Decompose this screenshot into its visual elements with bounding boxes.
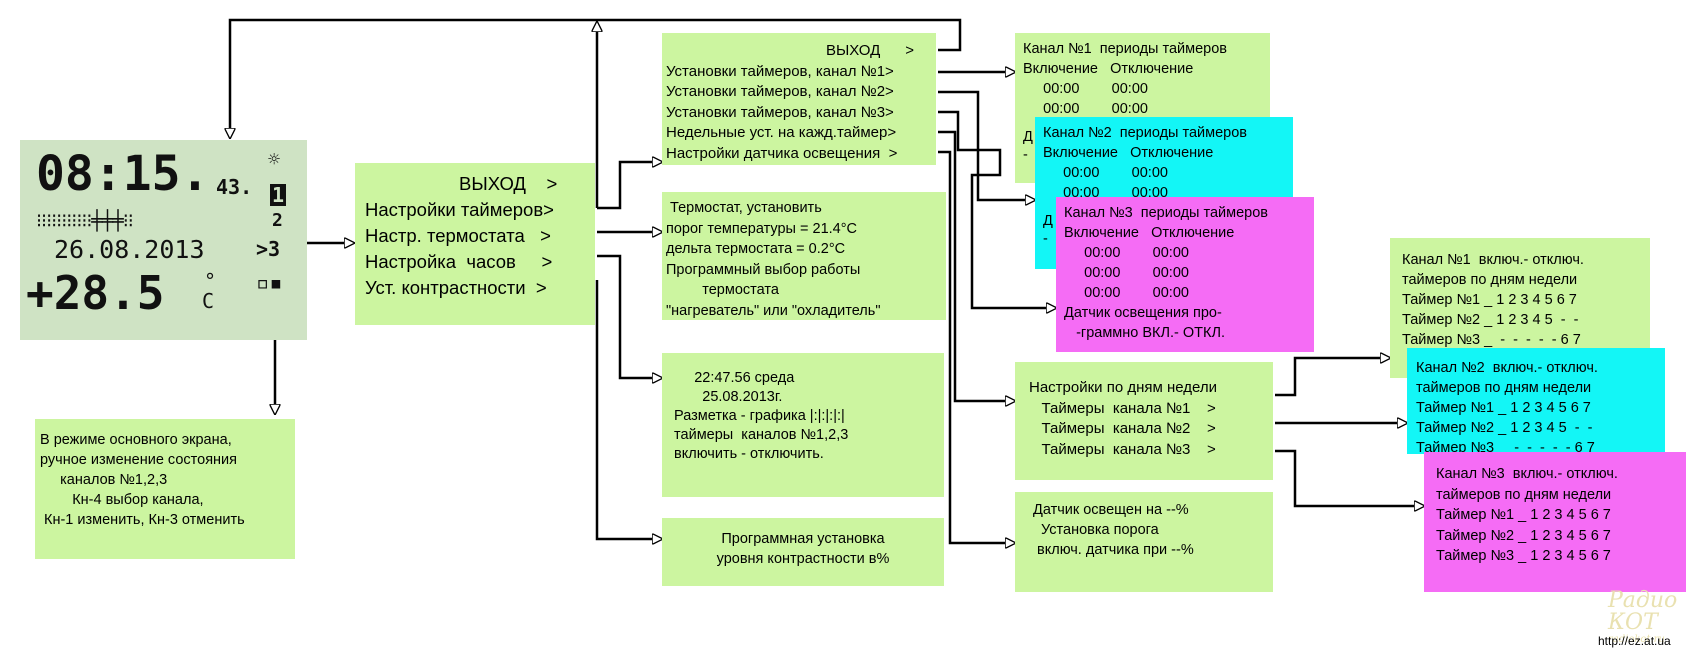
lcd-channel-2: 2 [272, 210, 283, 231]
weekly-2-sub: таймеров по дням недели [1416, 380, 1592, 396]
note-line: В режиме основного экрана, [40, 432, 232, 448]
lcd-degree-unit: C [202, 289, 215, 313]
weekly-3-row: Таймер №1 _ 1 2 3 4 5 6 7 [1436, 507, 1611, 523]
thermostat-line: Термостат, установить [666, 200, 822, 216]
weekly-1-row: Таймер №1 _ 1 2 3 4 5 6 7 [1402, 292, 1577, 308]
channel-1-header: Включение Отключение [1023, 61, 1194, 77]
weekly-1-row: Таймер №3 _ - - - - - 6 7 [1402, 332, 1581, 348]
timer-settings-menu: ВЫХОД > Установки таймеров, канал №1> Ус… [662, 33, 936, 165]
light-sensor-line: Установка порога [1033, 522, 1159, 538]
clock-line: Разметка - графика |:|:|:|:| [666, 408, 845, 424]
lcd-date: 26.08.2013 [54, 235, 205, 264]
timer-menu-weekly[interactable]: Недельные уст. на кажд.таймер> [666, 124, 897, 141]
contrast-line: уровня контрастности в% [716, 551, 890, 567]
weekly-2-row: Таймер №2 _ 1 2 3 4 5 - - [1416, 420, 1593, 436]
channel-1-peek: - [1023, 147, 1028, 163]
channel-3-row: 00:00 00:00 [1064, 285, 1189, 301]
timer-menu-light-sensor[interactable]: Настройки датчика освещения > [666, 144, 898, 162]
menu-item-clock[interactable]: Настройка часов > [365, 251, 553, 272]
lcd-segments: ⁝⁝⁝⁝⁝⁝⁝⁝⁝⁝⁝╪╪╪⁝⁝ [36, 210, 134, 232]
logo-sub: radiokot.ru [1608, 634, 1665, 645]
weekly-menu-title: Настройки по дням недели [1029, 379, 1218, 396]
thermostat-line: порог температуры = 21.4°C [666, 220, 857, 237]
contrast-line: Программная установка [721, 531, 885, 547]
weekly-channel-2: Канал №2 включ.- отключ. таймеров по дня… [1407, 348, 1665, 454]
lcd-main-screen: 08:15. 43. ☼ 1 ⁝⁝⁝⁝⁝⁝⁝⁝⁝⁝⁝╪╪╪⁝⁝ 2 26.08.… [20, 140, 307, 340]
clock-line: 25.08.2013г. [666, 389, 783, 405]
channel-1-row: 00:00 00:00 [1023, 101, 1148, 117]
channel-3-row: 00:00 00:00 [1064, 265, 1189, 281]
menu-item-timer-settings[interactable]: Настройки таймеров> [365, 199, 554, 220]
weekly-3-title: Канал №3 включ.- отключ. [1436, 466, 1618, 482]
thermostat-line: "нагреватель" или "охладитель" [666, 302, 881, 319]
weekly-3-sub: таймеров по дням недели [1436, 486, 1612, 503]
weekly-menu-channel-1[interactable]: Таймеры канала №1 > [1029, 399, 1216, 417]
timer-menu-channel-3[interactable]: Установки таймеров, канал №3> [666, 103, 894, 121]
weekly-1-title: Канал №1 включ.- отключ. [1402, 252, 1584, 268]
weekly-3-row: Таймер №2 _ 1 2 3 4 5 6 7 [1436, 527, 1611, 544]
weekly-3-row: Таймер №3 _ 1 2 3 4 5 6 7 [1436, 548, 1611, 564]
menu-item-thermostat[interactable]: Настр. термостата > [365, 225, 551, 246]
lcd-temperature: +28.5 [26, 266, 165, 320]
main-menu: ВЫХОД > Настройки таймеров> Настр. термо… [355, 163, 595, 325]
channel-3-title: Канал №3 периоды таймеров [1064, 205, 1268, 221]
contrast-screen: Программная установка уровня контрастнос… [662, 518, 944, 586]
weekly-menu-channel-2[interactable]: Таймеры канала №2 > [1029, 420, 1216, 437]
clock-line: включить - отключить. [666, 446, 824, 462]
clock-line: 22:47.56 среда [666, 370, 795, 386]
channel-1-title: Канал №1 периоды таймеров [1023, 41, 1227, 57]
channel-2-row: 00:00 00:00 [1043, 165, 1168, 181]
plug-icon: ▫▪ [256, 271, 283, 296]
channel-2-peek: Д [1043, 213, 1053, 229]
note-line: Кн-4 выбор канала, [40, 492, 204, 508]
thermostat-line: термостата [666, 282, 779, 298]
channel-2-title: Канал №2 периоды таймеров [1043, 125, 1247, 141]
weekly-1-row: Таймер №2 _ 1 2 3 4 5 - - [1402, 312, 1579, 328]
timer-menu-channel-1[interactable]: Установки таймеров, канал №1> [666, 62, 894, 80]
weekly-menu-channel-3[interactable]: Таймеры канала №3 > [1029, 440, 1216, 458]
channel-3-header: Включение Отключение [1064, 225, 1235, 241]
note-line: ручное изменение состояния [40, 452, 238, 468]
timer-menu-exit[interactable]: ВЫХОД > [826, 42, 915, 59]
logo-text: Радио КОТ [1608, 588, 1678, 635]
note-line: каналов №1,2,3 [40, 472, 168, 488]
lcd-degree-sign: ° [204, 269, 217, 293]
light-sensor-line: включ. датчика при --% [1033, 542, 1194, 558]
channel-1-peek: Д [1023, 129, 1033, 145]
channel-3-footer: Датчик освещения про- [1064, 305, 1222, 321]
thermostat-screen: Термостат, установить порог температуры … [662, 192, 946, 320]
menu-item-exit[interactable]: ВЫХОД > [459, 173, 558, 194]
thermostat-line: Программный выбор работы [666, 261, 861, 278]
weekly-channel-3: Канал №3 включ.- отключ. таймеров по дня… [1424, 452, 1686, 592]
channel-3-row: 00:00 00:00 [1064, 245, 1189, 261]
lcd-channel-3: >3 [256, 237, 281, 261]
radiokot-logo: Радио КОТ radiokot.ru [1608, 590, 1690, 646]
lcd-channel-1: 1 [270, 183, 287, 207]
menu-item-contrast[interactable]: Уст. контрастности > [365, 277, 547, 298]
lcd-seconds: 43. [216, 175, 253, 199]
weekly-2-row: Таймер №1 _ 1 2 3 4 5 6 7 [1416, 400, 1591, 416]
clock-line: таймеры каналов №1,2,3 [666, 427, 849, 443]
channel-3-footer: -граммно ВКЛ.- ОТКЛ. [1064, 325, 1226, 341]
weekly-2-title: Канал №2 включ.- отключ. [1416, 360, 1598, 376]
channel-3-timers: Канал №3 периоды таймеров Включение Откл… [1056, 197, 1314, 352]
weekly-settings-menu: Настройки по дням недели Таймеры канала … [1015, 362, 1273, 480]
channel-1-row: 00:00 00:00 [1023, 81, 1148, 97]
clock-screen: 22:47.56 среда 25.08.2013г. Разметка - г… [662, 353, 944, 497]
channel-2-peek: - [1043, 231, 1048, 247]
thermostat-line: дельта термостата = 0.2°C [666, 241, 846, 257]
site-url: http://ez.at.ua [1598, 634, 1671, 648]
lcd-time: 08:15. [36, 146, 210, 202]
manual-mode-note: В режиме основного экрана, ручное измене… [35, 419, 295, 559]
note-line: Кн-1 изменить, Кн-3 отменить [40, 512, 245, 528]
weekly-1-sub: таймеров по дням недели [1402, 272, 1578, 288]
sun-icon: ☼ [268, 147, 281, 171]
weekly-2-row: Таймер №3 _ - - - - - 6 7 [1416, 440, 1595, 454]
light-sensor-screen: Датчик освещен на --% Установка порога в… [1015, 492, 1273, 592]
channel-2-header: Включение Отключение [1043, 145, 1214, 161]
timer-menu-channel-2[interactable]: Установки таймеров, канал №2> [666, 83, 894, 100]
light-sensor-line: Датчик освещен на --% [1033, 502, 1189, 518]
